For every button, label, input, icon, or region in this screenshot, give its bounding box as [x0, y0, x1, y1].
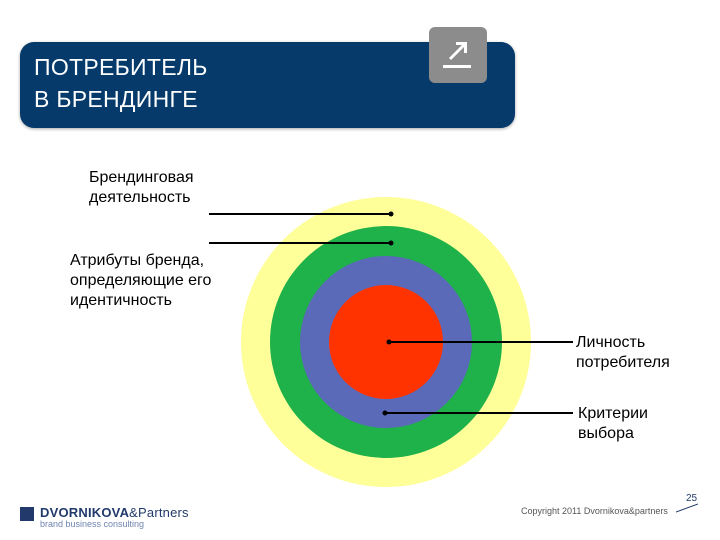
- pointer-dot-criteria: [382, 410, 388, 416]
- label-attributes-line-1: Атрибуты бренда,: [70, 252, 205, 269]
- label-branding-line-1: Брендинговая: [89, 169, 194, 186]
- label-criteria-line-2: выбора: [578, 425, 634, 442]
- title-line-1: ПОТРЕБИТЕЛЬ: [34, 54, 208, 80]
- title-line-2: В БРЕНДИНГЕ: [34, 86, 198, 112]
- label-criteria-line-1: Критерии: [578, 405, 648, 422]
- copyright-text: Copyright 2011 Dvornikova&partners: [521, 506, 668, 516]
- page-number-underline: [676, 503, 698, 513]
- logo-mark-icon: [20, 507, 34, 521]
- label-personality-line-1: Личность: [576, 334, 646, 351]
- logo-wordmark: DVORNIKOVA&Partners: [40, 505, 189, 520]
- label-branding-line-2: деятельность: [89, 189, 191, 206]
- logo-name: DVORNIKOVA: [40, 505, 130, 520]
- label-choice-criteria: Критерии выбора: [578, 404, 648, 444]
- pointer-dot-personality: [386, 339, 392, 345]
- page-title: ПОТРЕБИТЕЛЬ В БРЕНДИНГЕ: [34, 51, 208, 115]
- label-branding-activity: Брендинговая деятельность: [89, 168, 194, 208]
- label-attributes-line-2: определяющие его: [70, 272, 212, 289]
- page-number: 25: [686, 493, 698, 504]
- label-consumer-personality: Личность потребителя: [576, 333, 670, 373]
- core-circle: [329, 285, 443, 399]
- logo-tagline: brand business consulting: [40, 519, 145, 529]
- logo-partners: &Partners: [129, 505, 189, 520]
- arrow-up-right-icon[interactable]: [429, 27, 487, 83]
- label-brand-attributes: Атрибуты бренда, определяющие его иденти…: [70, 251, 211, 311]
- label-attributes-line-3: идентичность: [70, 292, 173, 309]
- pointer-dot-branding: [388, 211, 394, 217]
- pointer-dot-attributes: [388, 240, 394, 246]
- label-personality-line-2: потребителя: [576, 354, 670, 371]
